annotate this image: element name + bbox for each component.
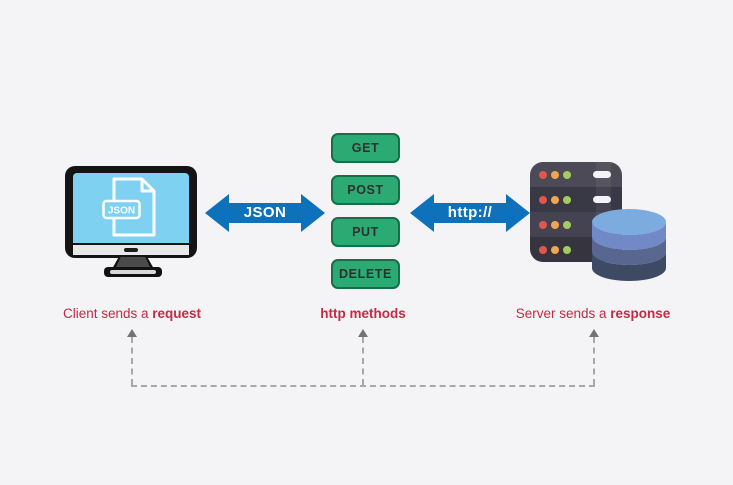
double-headed-arrow-icon [205, 194, 325, 232]
server-caption: Server sends a response [516, 306, 671, 321]
status-dot-green-icon [563, 195, 571, 204]
dashed-connector-line [362, 337, 364, 385]
client-caption: Client sends a request [63, 306, 201, 321]
status-dot-green-icon [563, 170, 571, 179]
database-cylinder-icon [592, 209, 666, 281]
methods-caption: http methods [320, 306, 406, 321]
response-arrow-icon: http:// [410, 194, 530, 232]
status-dot-orange-icon [551, 245, 559, 254]
dashed-connector-line [131, 337, 133, 385]
json-file-label: JSON [108, 206, 135, 217]
response-arrow-label: http:// [447, 204, 493, 221]
status-dot-red-icon [539, 220, 547, 229]
monitor-screen: JSON [73, 173, 189, 243]
request-arrow-label: JSON [243, 204, 287, 221]
json-file-icon: JSON [102, 177, 156, 237]
server-caption-bold: response [610, 306, 671, 321]
up-arrowhead-icon [589, 329, 599, 337]
up-arrowhead-icon [358, 329, 368, 337]
drive-slot-icon [593, 171, 611, 178]
status-dot-orange-icon [551, 170, 559, 179]
post-button: POST [331, 175, 400, 205]
status-dot-orange-icon [551, 195, 559, 204]
monitor-chin [73, 245, 189, 255]
server-caption-text: Server sends a [515, 306, 607, 321]
client-caption-text: Client sends a [62, 306, 149, 321]
delete-button: DELETE [331, 259, 400, 289]
monitor-power-button [124, 248, 138, 252]
status-dot-red-icon [539, 170, 547, 179]
server-unit [530, 187, 622, 212]
status-dot-red-icon [539, 195, 547, 204]
status-dot-green-icon [563, 245, 571, 254]
monitor-base [104, 267, 162, 277]
dashed-connector-line [593, 337, 595, 385]
server-unit [530, 162, 622, 187]
status-dot-red-icon [539, 245, 547, 254]
http-methods-group: GET POST PUT DELETE [331, 133, 400, 301]
client-caption-bold: request [152, 306, 202, 321]
status-dot-orange-icon [551, 220, 559, 229]
dashed-connector-line [131, 385, 595, 387]
double-headed-arrow-icon [410, 194, 530, 232]
desktop-monitor-icon: JSON [65, 166, 197, 258]
request-arrow-icon: JSON [205, 194, 325, 232]
status-dot-green-icon [563, 220, 571, 229]
get-button: GET [331, 133, 400, 163]
up-arrowhead-icon [127, 329, 137, 337]
put-button: PUT [331, 217, 400, 247]
drive-slot-icon [593, 196, 611, 203]
monitor-stand [112, 257, 154, 269]
